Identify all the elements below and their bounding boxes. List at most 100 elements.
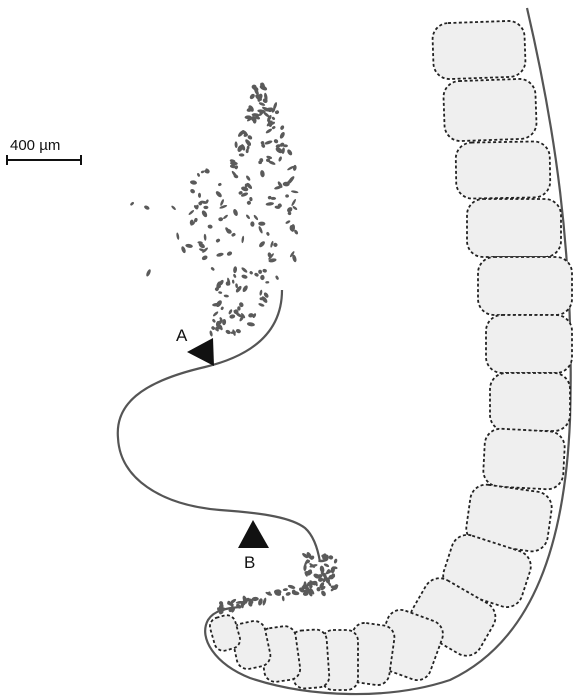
particle [333, 558, 338, 564]
particle [265, 128, 273, 134]
particle [285, 194, 289, 198]
particle [210, 266, 215, 271]
particle [207, 224, 213, 229]
scale-bar: 400 µm [7, 137, 81, 165]
segment-column [208, 20, 572, 690]
particle [176, 232, 180, 240]
particle [249, 197, 253, 202]
particle [201, 209, 209, 218]
segment-3 [456, 141, 551, 199]
particle [190, 180, 198, 185]
segment-2 [443, 78, 537, 141]
particle [249, 93, 256, 100]
particle [258, 226, 264, 234]
particle [279, 131, 286, 139]
particle [293, 165, 297, 171]
upper-particle-cluster [130, 82, 299, 337]
particle [171, 205, 177, 211]
particle [260, 170, 266, 178]
particle [259, 290, 263, 296]
particle [279, 125, 284, 131]
particle [281, 147, 285, 154]
particle [262, 111, 270, 118]
particle [285, 220, 291, 225]
segment-6 [486, 315, 572, 373]
particle [232, 208, 239, 216]
particle [287, 584, 295, 590]
particle [249, 270, 254, 275]
particle [200, 170, 204, 174]
marker-a-arrowhead [187, 338, 214, 366]
particle [291, 190, 299, 194]
particle [258, 240, 266, 248]
particle [323, 563, 329, 568]
particle [247, 322, 256, 327]
particle [270, 241, 274, 248]
segment-1 [432, 20, 526, 79]
particle [212, 311, 219, 317]
particle [320, 590, 327, 597]
marker-a-label: A [176, 326, 188, 345]
particle [283, 588, 289, 591]
particle [285, 591, 291, 596]
particle [226, 251, 233, 257]
particle [271, 116, 276, 121]
particle [275, 275, 280, 280]
particle [222, 214, 228, 220]
particle [319, 565, 325, 573]
scale-bar-label: 400 µm [10, 137, 60, 154]
particle [212, 318, 217, 323]
particle [235, 328, 241, 334]
particle [237, 306, 240, 310]
particle [215, 190, 223, 198]
particle [211, 326, 216, 331]
particle [245, 214, 250, 220]
particle [258, 270, 262, 274]
particle [273, 138, 279, 144]
particle [216, 252, 224, 257]
particle [234, 141, 237, 148]
particle [265, 202, 274, 206]
particle [245, 175, 251, 182]
marker-b-arrowhead [238, 520, 269, 548]
segment-7 [490, 373, 570, 431]
particle [262, 597, 267, 606]
particle [278, 156, 283, 162]
particle [260, 275, 264, 280]
particle [224, 294, 230, 297]
particle [222, 319, 227, 326]
particle [274, 110, 279, 115]
particle [292, 205, 298, 210]
particle [130, 201, 135, 206]
particle [143, 205, 150, 211]
particle [258, 222, 265, 226]
particle [229, 314, 236, 319]
particle [264, 140, 273, 146]
particle [242, 284, 249, 292]
segment-8 [483, 428, 566, 490]
particle [231, 232, 236, 237]
particle [180, 246, 186, 254]
particle [239, 153, 245, 156]
particle [241, 236, 244, 244]
particle [328, 555, 333, 560]
particle [218, 182, 222, 186]
particle [201, 255, 208, 262]
particle [220, 306, 224, 310]
particle [282, 596, 285, 602]
particle [218, 217, 223, 221]
particle [262, 268, 267, 272]
particle [145, 269, 151, 278]
particle [250, 221, 254, 227]
particle [198, 193, 201, 198]
particle [189, 188, 195, 194]
particle [219, 199, 224, 207]
particle [241, 274, 248, 279]
particle [225, 329, 232, 335]
particle [197, 173, 201, 178]
particle [241, 266, 249, 273]
segment-5 [478, 257, 572, 315]
particle [233, 266, 238, 273]
particle [271, 125, 276, 129]
